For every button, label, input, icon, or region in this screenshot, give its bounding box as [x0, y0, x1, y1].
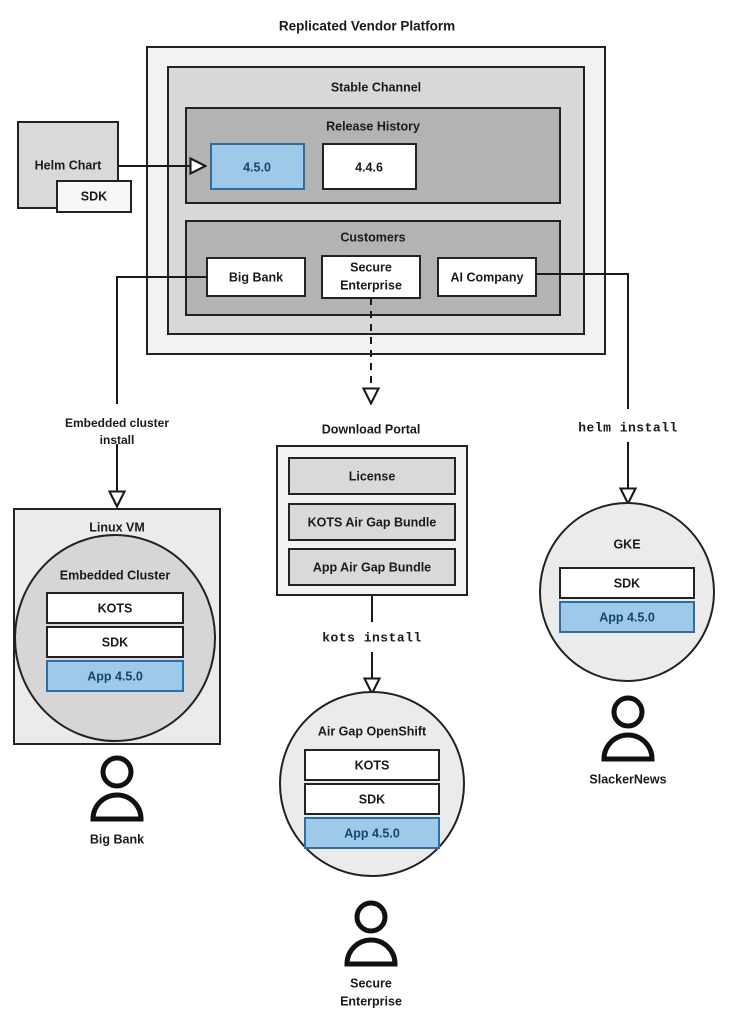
customer-box-ai-company[interactable]	[437, 257, 537, 297]
helm-chart-label: Helm Chart	[35, 158, 103, 172]
portal-artifact-app-airgap-box[interactable]	[288, 548, 456, 586]
portal-artifact-label: KOTS Air Gap Bundle	[308, 515, 437, 529]
component-box-app[interactable]	[46, 660, 184, 692]
connector-aicompany-to-gke	[536, 273, 629, 409]
person-icon-head	[611, 695, 645, 729]
portal-artifact-license-box[interactable]	[288, 457, 456, 495]
customer-box-big-bank[interactable]	[206, 257, 306, 297]
helm-chart-sdk-label: SDK	[81, 189, 107, 203]
download-portal-label: Download Portal	[322, 422, 421, 436]
environment-label: Air Gap OpenShift	[318, 724, 427, 738]
release-box-4-4-6[interactable]	[322, 143, 417, 190]
component-label: App 4.5.0	[344, 826, 400, 840]
component-box-app[interactable]	[304, 817, 440, 849]
person-icon-head	[100, 755, 134, 789]
component-label: SDK	[102, 635, 128, 649]
environment-customer-label: Big Bank	[90, 832, 144, 846]
component-box-sdk[interactable]	[559, 567, 695, 599]
person-icon-body	[601, 732, 655, 762]
component-box-sdk[interactable]	[304, 783, 440, 815]
environment-label: GKE	[613, 537, 640, 551]
portal-artifact-kots-airgap-box[interactable]	[288, 503, 456, 541]
portal-artifact-label: License	[349, 469, 396, 483]
customer-label-line1: Secure	[350, 260, 392, 274]
component-box-kots[interactable]	[304, 749, 440, 781]
component-box-sdk[interactable]	[46, 626, 184, 658]
release-version-label: 4.5.0	[243, 160, 271, 174]
page-title: Replicated Vendor Platform	[279, 19, 455, 34]
person-icon-head	[354, 900, 388, 934]
environment-customer-label: SlackerNews	[589, 772, 666, 786]
component-label: KOTS	[355, 758, 390, 772]
environment-customer-label-line1: Secure	[350, 976, 392, 990]
component-label: SDK	[359, 792, 385, 806]
install-path-label-helm: helm install	[578, 420, 678, 435]
embedded-cluster-label: Embedded Cluster	[60, 568, 171, 582]
customers-label: Customers	[340, 230, 405, 244]
customer-label: Big Bank	[229, 270, 283, 284]
release-box-4-5-0[interactable]	[210, 143, 305, 190]
install-path-label-line1: Embedded cluster	[65, 416, 169, 430]
customer-box-secure-enterprise[interactable]	[321, 255, 421, 299]
component-label: KOTS	[98, 601, 133, 615]
person-icon-body	[90, 792, 144, 822]
install-path-label-line2: install	[100, 433, 135, 447]
release-history-label: Release History	[326, 119, 420, 133]
install-path-label-kots: kots install	[322, 630, 422, 645]
release-version-label: 4.4.6	[355, 160, 383, 174]
component-box-app[interactable]	[559, 601, 695, 633]
person-icon-body	[344, 937, 398, 967]
customer-label: AI Company	[451, 270, 524, 284]
helm-chart-sdk-box[interactable]	[56, 180, 132, 213]
component-label: App 4.5.0	[599, 610, 655, 624]
component-label: App 4.5.0	[87, 669, 143, 683]
environment-customer-label-line2: Enterprise	[340, 994, 402, 1008]
environment-label: Linux VM	[89, 520, 145, 534]
stable-channel-label: Stable Channel	[331, 80, 421, 94]
portal-artifact-label: App Air Gap Bundle	[313, 560, 431, 574]
connector-bigbank-to-linuxvm	[116, 276, 207, 404]
customer-label-line2: Enterprise	[340, 278, 402, 292]
component-box-kots[interactable]	[46, 592, 184, 624]
component-label: SDK	[614, 576, 640, 590]
